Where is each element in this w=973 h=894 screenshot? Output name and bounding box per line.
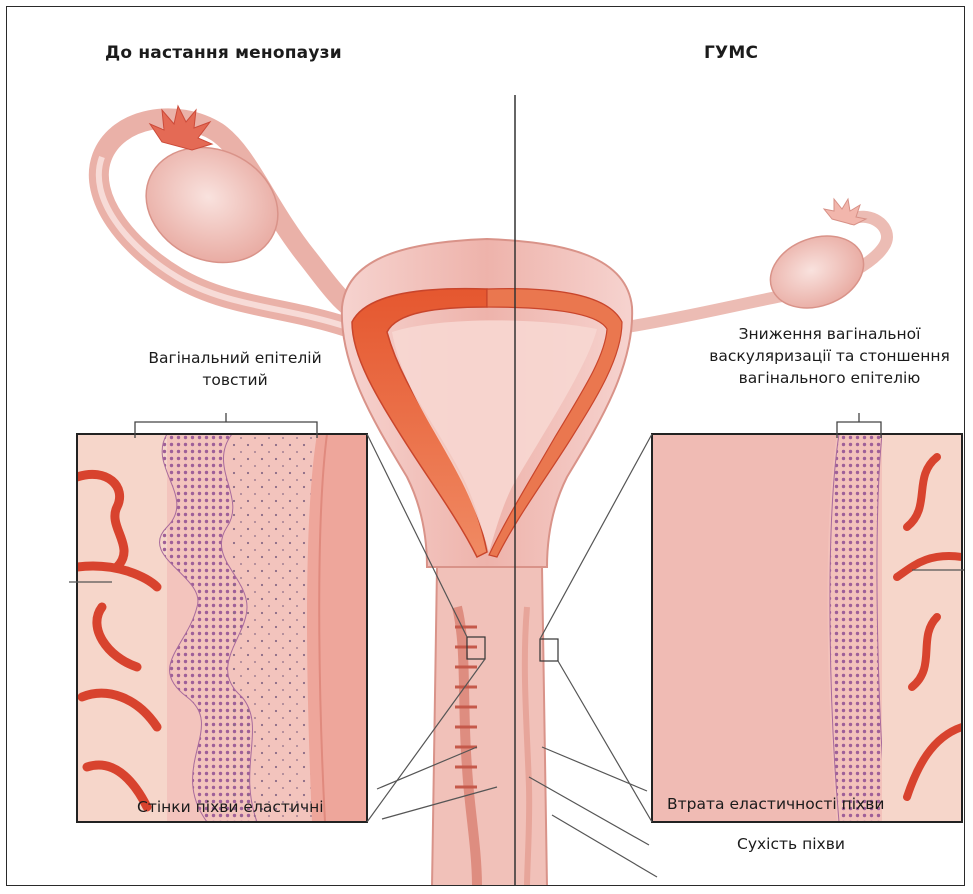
left-tissue-inset [77,434,367,822]
label-reduced-vascularization: Зниження вагінальної васкуляризації та с… [687,323,965,389]
label-loss-of-elasticity: Втрата еластичності піхви [667,793,884,815]
diagram-frame: До настання менопаузи ГУМС Вагінальний е… [6,6,965,886]
right-tissue-inset [652,434,962,822]
right-ovary [760,224,873,321]
label-dryness: Сухість піхви [737,833,845,855]
label-elastic-walls: Стінки піхви еластичні [137,796,324,818]
heading-left: До настання менопаузи [105,43,342,63]
heading-right: ГУМС [704,43,758,63]
anatomy-illustration [7,7,965,886]
label-thick-epithelium: Вагінальний епітелій товстий [115,347,355,391]
